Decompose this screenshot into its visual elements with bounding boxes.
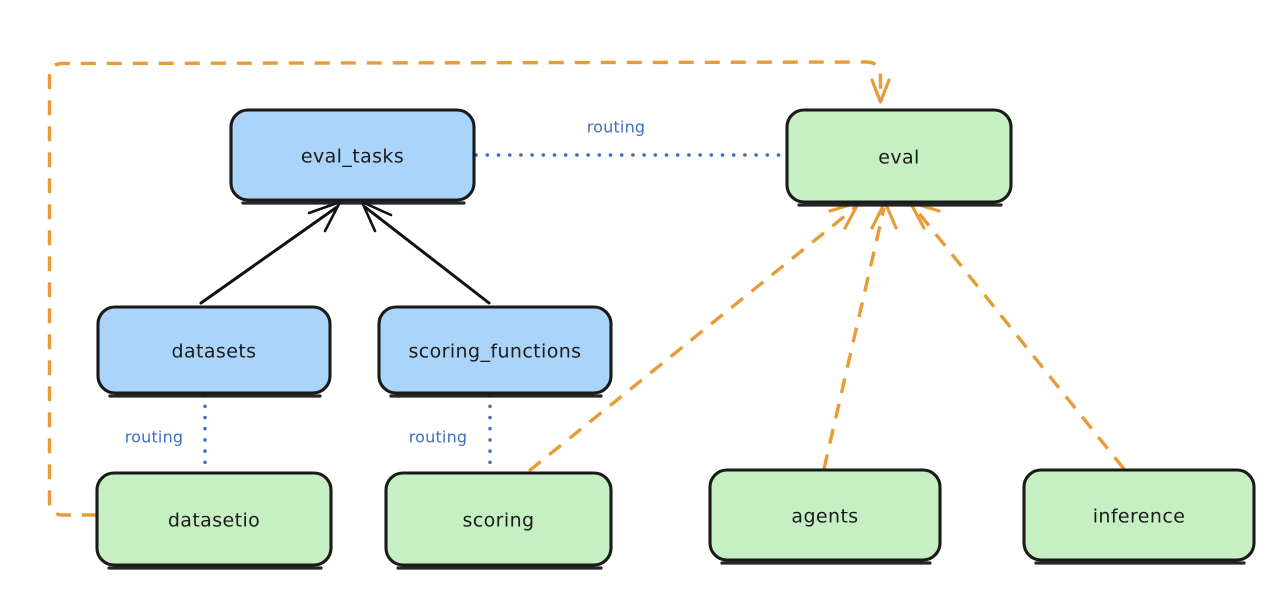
node-datasetio[interactable]: datasetio: [95, 471, 333, 570]
edge-datasets-eval_tasks-path: [199, 205, 339, 305]
edge-datasetio-eval[interactable]: [47, 60, 891, 517]
edge-agents-eval[interactable]: [822, 200, 898, 470]
node-datasets[interactable]: datasets: [96, 305, 332, 398]
node-scoring_functions-box: [377, 305, 613, 395]
node-eval_tasks-label: eval_tasks: [301, 146, 404, 168]
edge-agents-eval-path: [822, 207, 886, 470]
edge-label-routing-datasetio: routing: [125, 428, 184, 447]
node-scoring-box: [384, 471, 613, 567]
node-agents-box: [708, 468, 942, 562]
edge-scoring-eval-path: [527, 205, 858, 473]
edge-datasets-eval_tasks[interactable]: [199, 200, 342, 305]
node-eval[interactable]: eval: [785, 108, 1013, 207]
node-inference-box: [1022, 468, 1256, 562]
edge-inference-eval-path: [912, 205, 1126, 471]
node-eval-box: [785, 108, 1013, 204]
node-agents[interactable]: agents: [708, 468, 942, 565]
node-inference-label: inference: [1093, 506, 1186, 528]
node-eval_tasks-box: [229, 108, 476, 202]
node-layer: eval_tasks eval datasets scoring_functio…: [95, 108, 1256, 570]
node-scoring_functions[interactable]: scoring_functions: [377, 305, 613, 398]
node-scoring[interactable]: scoring: [384, 471, 613, 570]
node-scoring_functions-label: scoring_functions: [409, 341, 582, 363]
edge-inference-eval[interactable]: [908, 200, 1126, 471]
edge-datasetio-eval-arrowhead: [870, 78, 891, 104]
node-agents-label: agents: [791, 506, 858, 528]
node-eval_tasks[interactable]: eval_tasks: [229, 108, 476, 205]
node-datasets-label: datasets: [172, 341, 257, 363]
edge-label-layer: routing routing routing: [125, 118, 646, 447]
edge-label-routing-eval: routing: [587, 118, 646, 137]
node-scoring-label: scoring: [463, 510, 535, 532]
edge-label-routing-scoring: routing: [409, 428, 468, 447]
edge-scoring_functions-eval_tasks-path: [363, 205, 491, 305]
node-datasetio-label: datasetio: [168, 510, 260, 532]
node-eval-label: eval: [878, 147, 919, 169]
node-datasets-box: [96, 305, 332, 395]
node-inference[interactable]: inference: [1022, 468, 1256, 565]
node-datasetio-box: [95, 471, 333, 567]
edge-scoring_functions-eval_tasks[interactable]: [360, 200, 491, 305]
